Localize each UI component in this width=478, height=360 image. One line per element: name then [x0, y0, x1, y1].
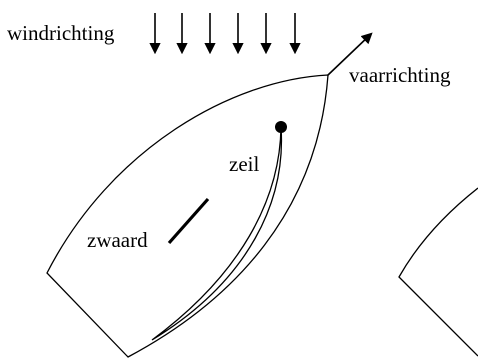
- centerboard-label: zwaard: [87, 228, 148, 252]
- sailing-direction-arrow: [327, 32, 373, 76]
- second-boat-hull-partial: [398, 187, 478, 357]
- sail-label: zeil: [229, 152, 259, 176]
- sail: [151, 126, 283, 341]
- wind-direction-label: windrichting: [7, 21, 115, 45]
- centerboard: [167, 197, 210, 245]
- wind-arrows: [149, 13, 301, 55]
- sailing-direction-label: vaarrichting: [349, 63, 451, 87]
- boat-hull: [46, 74, 329, 358]
